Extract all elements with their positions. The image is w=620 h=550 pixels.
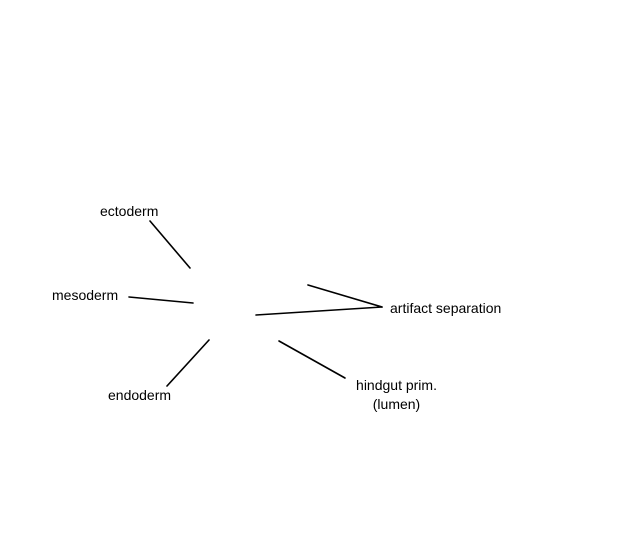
artifact-separation-leader-line-lower bbox=[255, 306, 383, 316]
hindgut-label: hindgut prim. (lumen) bbox=[353, 376, 440, 414]
ectoderm-leader-line bbox=[149, 220, 191, 269]
mesoderm-leader-line bbox=[128, 296, 194, 304]
hindgut-leader-line bbox=[278, 340, 346, 379]
mesoderm-label: mesoderm bbox=[52, 287, 119, 303]
endoderm-leader-line bbox=[166, 339, 210, 387]
artifact-separation-leader-line-upper bbox=[307, 284, 383, 308]
artifact-separation-label: artifact separation bbox=[390, 300, 502, 316]
endoderm-label: endoderm bbox=[108, 387, 172, 403]
ectoderm-label: ectoderm bbox=[100, 203, 159, 219]
hindgut-label-line1: hindgut prim. bbox=[356, 377, 437, 393]
hindgut-label-line2: (lumen) bbox=[372, 396, 421, 412]
